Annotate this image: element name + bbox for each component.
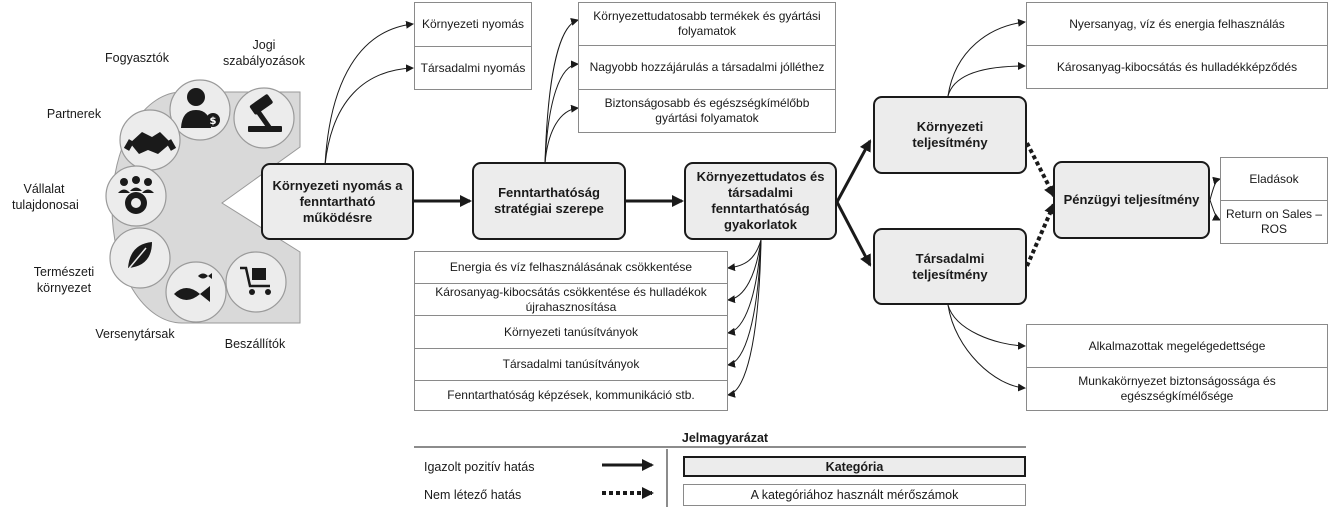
measure-gyak-1: Energia és víz felhasználásának csökkent… (414, 251, 728, 284)
cat-gyakorlatok: Környezettudatos és társadalmi fenntarth… (684, 162, 837, 240)
label-beszallitok: Beszállítók (224, 337, 286, 351)
measure-strat-3: Biztonságosabb és egészségkímélőbb gyárt… (578, 89, 836, 133)
cat-kornyezeti-teljesitmeny: Környezeti teljesítmény (873, 96, 1027, 174)
measure-korny-1: Nyersanyag, víz és energia felhasználás (1026, 2, 1328, 46)
cat-tarsadalmi-teljesitmeny: Társadalmi teljesítmény (873, 228, 1027, 305)
legend-none-label: Nem létező hatás (424, 488, 522, 502)
legend-category-box: Kategória (683, 456, 1026, 477)
measure-tars-2: Munkakörnyezet biztonságossága és egészs… (1026, 367, 1328, 411)
label-partnerek: Partnerek (46, 107, 102, 121)
measure-kornyezeti-nyomas: Környezeti nyomás (414, 2, 532, 47)
cat-penzugyi-teljesitmeny: Pénzügyi teljesítmény (1053, 161, 1210, 239)
label-versenytarsak: Versenytársak (95, 327, 175, 341)
measure-gyak-5: Fenntarthatóság képzések, kommunikáció s… (414, 380, 728, 411)
measure-strat-2: Nagyobb hozzájárulás a társadalmi jóllét… (578, 45, 836, 90)
label-fogyasztok: Fogyasztók (105, 51, 169, 65)
measure-gyak-3: Környezeti tanúsítványok (414, 315, 728, 349)
measure-gyak-4: Társadalmi tanúsítványok (414, 348, 728, 381)
measure-penz-2: Return on Sales – ROS (1220, 200, 1328, 244)
legend-title: Jelmagyarázat (681, 431, 769, 445)
label-termeszeti: Természeti környezet (33, 265, 95, 295)
cart-icon (225, 251, 287, 313)
cat-strategiai-szerep: Fenntarthatóság stratégiai szerepe (472, 162, 626, 240)
label-jogi: Jogi szabályozások (223, 38, 305, 68)
measure-penz-1: Eladások (1220, 157, 1328, 201)
measure-tars-1: Alkalmazottak megelégedettsége (1026, 324, 1328, 368)
label-vallalat: Vállalat tulajdonosai (12, 182, 79, 212)
cat-kornyezeti-nyomas: Környezeti nyomás a fenntartható működés… (261, 163, 414, 240)
measure-gyak-2: Károsanyag-kibocsátás csökkentése és hul… (414, 283, 728, 316)
legend-measures-box: A kategóriához használt mérőszámok (683, 484, 1026, 506)
measure-korny-2: Károsanyag-kibocsátás és hulladékképződé… (1026, 45, 1328, 89)
measure-tarsadalmi-nyomas: Társadalmi nyomás (414, 46, 532, 90)
measure-strat-1: Környezettudatosabb termékek és gyártási… (578, 2, 836, 46)
legend-positive-label: Igazolt pozitív hatás (424, 460, 535, 474)
svg-text:$: $ (210, 116, 217, 127)
